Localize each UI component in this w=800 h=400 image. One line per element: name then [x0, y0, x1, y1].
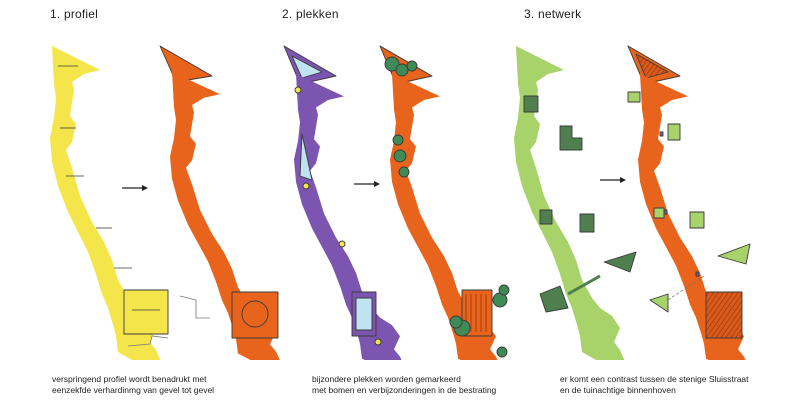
caption-line: bijzondere plekken worden gemarkeerd: [312, 374, 461, 384]
street-outline-purple: [294, 74, 406, 360]
width-markers: [58, 65, 160, 311]
garden-court: [717, 243, 751, 265]
diagram-canvas: [50, 45, 751, 360]
arrow-right-icon: [600, 177, 626, 183]
place-lightblue: [355, 297, 373, 331]
garden-court: [689, 211, 705, 229]
roundabout: [241, 300, 269, 328]
connector-dashed: [667, 275, 705, 301]
garden-courts: [523, 95, 637, 313]
caption-line: eenzekfde verhardinmg van gevel tot geve…: [52, 384, 215, 395]
caption-profiel: verspringend profiel wordt benadrukt met…: [52, 374, 302, 395]
garden-court: [559, 125, 583, 151]
triangle-plaza: [159, 45, 213, 83]
arrow-right-icon: [122, 185, 148, 191]
panel-title-netwerk: 3. netwerk: [524, 7, 582, 21]
garden-court: [649, 293, 669, 313]
map-places-orange: [379, 45, 510, 360]
garden-court: [667, 123, 681, 141]
garden-court: [539, 285, 569, 313]
connector-path: [567, 274, 601, 296]
map-network-orange: [627, 45, 751, 360]
square-hatched: [705, 291, 743, 339]
garden-court: [539, 209, 553, 225]
garden-court: [653, 207, 665, 219]
caption-netwerk: er komt een contrast tussen de stenige S…: [560, 374, 800, 395]
caption-plekken: bijzondere plekken worden gemarkeerd met…: [312, 374, 562, 395]
caption-line: er komt een contrast tussen de stenige S…: [560, 374, 749, 384]
panel-title-plekken: 2. plekken: [282, 7, 339, 21]
map-profile-orange: [159, 45, 282, 360]
square-yellow: [123, 289, 169, 335]
street-outline-green: [514, 46, 626, 360]
garden-court: [579, 213, 595, 233]
garden-court: [603, 251, 637, 273]
map-places-purple: [283, 45, 406, 360]
place-lightblue: [299, 133, 313, 181]
context-lines: [127, 295, 210, 347]
star-icon: [294, 86, 382, 346]
place-lightblue: [291, 55, 323, 79]
hatched-area: [635, 53, 669, 79]
garden-court: [627, 91, 641, 103]
caption-line: met bomen en verbijzonderingen in de bes…: [312, 384, 497, 395]
triangle-plaza-purple: [283, 45, 337, 85]
caption-line: en de tuinachtige binnenhoven: [560, 384, 676, 395]
gate-marker: [659, 131, 700, 277]
tree-icon: [384, 56, 510, 358]
caption-line: verspringend profiel wordt benadrukt met: [52, 374, 207, 384]
map-profile-yellow: [50, 46, 210, 360]
garden-courts: [627, 91, 751, 313]
garden-court: [523, 95, 539, 113]
map-network-green: [514, 46, 637, 360]
arrow-right-icon: [354, 181, 380, 187]
panel-title-profiel: 1. profiel: [50, 7, 99, 21]
